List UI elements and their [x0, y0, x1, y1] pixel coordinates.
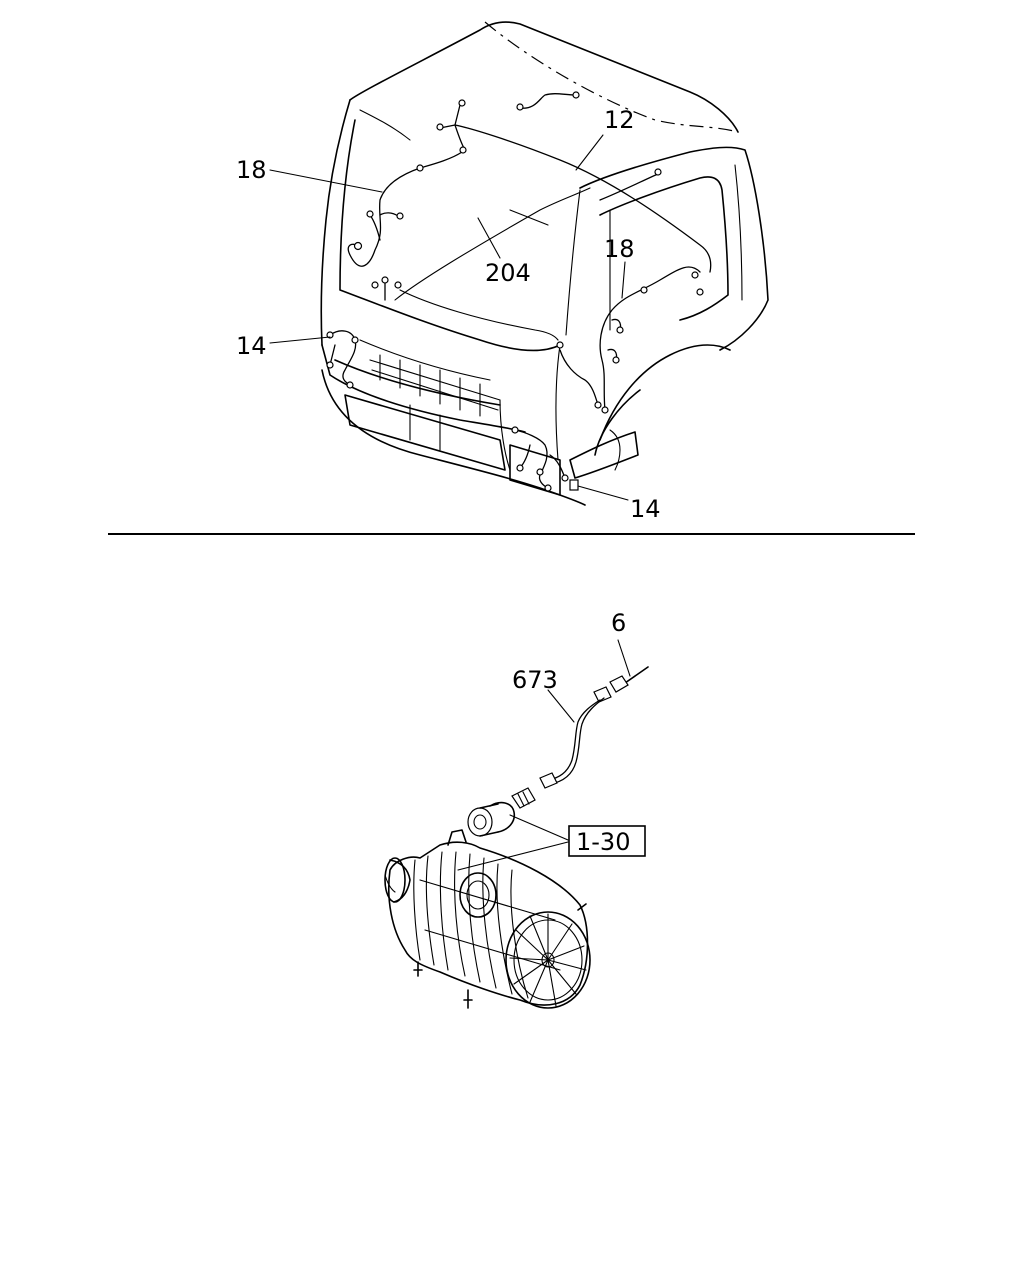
top-leader-lines: [269, 134, 629, 501]
callout-12: 12: [604, 106, 635, 134]
callout-204: 204: [485, 259, 531, 287]
callout-1-30: 1-30: [576, 828, 630, 856]
callout-1-30-box: 1-30: [568, 825, 646, 857]
cab-wiring-harness: [329, 93, 712, 489]
blower-unit-drawing: [384, 666, 649, 1009]
bottom-leader-lines: [457, 639, 631, 871]
callout-18-right: 18: [604, 235, 635, 263]
callout-6: 6: [611, 609, 626, 637]
harness-connectors: [326, 91, 704, 492]
callout-14-right: 14: [630, 495, 661, 523]
callout-14-left: 14: [236, 332, 267, 360]
truck-cab-drawing: [320, 21, 769, 506]
callout-18-left: 18: [236, 156, 267, 184]
callout-673: 673: [512, 666, 558, 694]
